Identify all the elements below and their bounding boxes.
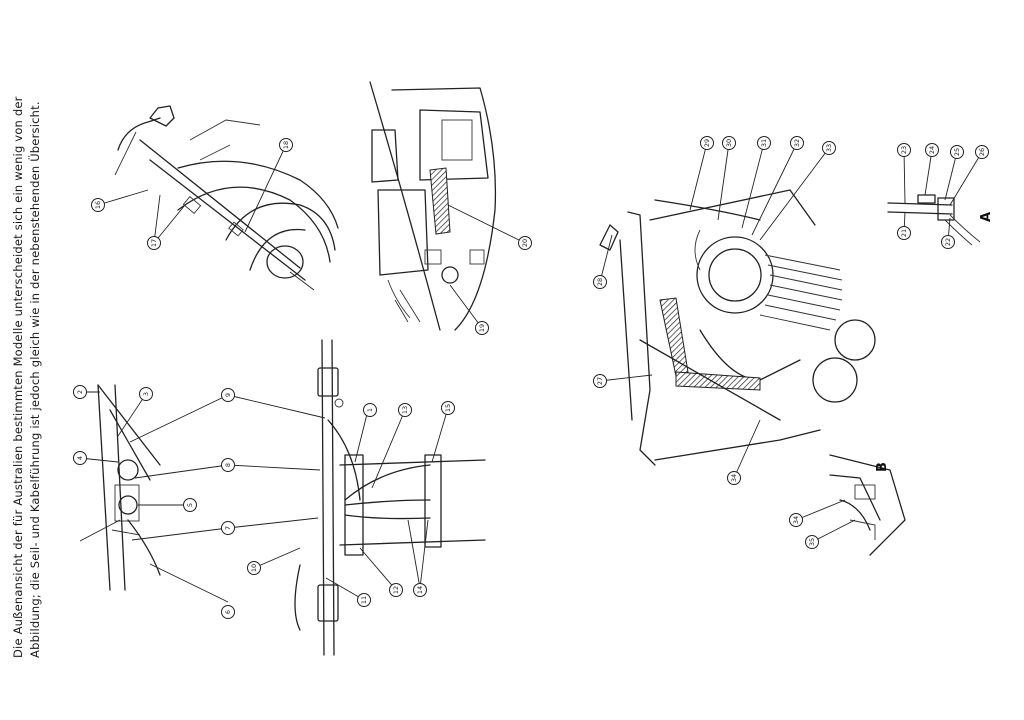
- callout-9: 9: [221, 388, 235, 402]
- callout-leaders: [79, 142, 983, 603]
- steering-head-drawing: [369, 81, 497, 331]
- callout-markers: 1 2 3 4 5 6 7 8 9 10 11 12 13 14 15 16 1…: [73, 136, 989, 619]
- svg-text:30: 30: [725, 139, 733, 147]
- callout-34-inset-b: 34: [789, 513, 803, 527]
- callout-7: 7: [221, 521, 235, 535]
- svg-text:17: 17: [150, 239, 158, 247]
- callout-25: 25: [950, 145, 964, 159]
- svg-text:16: 16: [94, 201, 102, 209]
- svg-text:19: 19: [478, 324, 486, 332]
- svg-text:5: 5: [186, 503, 194, 507]
- svg-text:35: 35: [808, 538, 816, 546]
- frame-fork-drawing: [97, 384, 161, 591]
- callout-20: 20: [518, 236, 532, 250]
- callout-10: 10: [247, 561, 261, 575]
- svg-text:26: 26: [978, 148, 986, 156]
- svg-text:18: 18: [282, 141, 290, 149]
- callout-1: 1: [363, 403, 377, 417]
- svg-text:6: 6: [224, 610, 232, 614]
- svg-text:7: 7: [224, 526, 232, 530]
- callout-12: 12: [389, 583, 403, 597]
- callout-4: 4: [73, 451, 87, 465]
- callout-13: 13: [398, 403, 412, 417]
- callout-35: 35: [805, 535, 819, 549]
- callout-3: 3: [139, 387, 153, 401]
- svg-text:23: 23: [900, 146, 908, 154]
- callout-2: 2: [73, 385, 87, 399]
- inset-b-label: B: [875, 462, 890, 472]
- svg-text:33: 33: [825, 144, 833, 152]
- callout-33: 33: [822, 141, 836, 155]
- svg-text:10: 10: [250, 564, 258, 572]
- svg-text:32: 32: [793, 139, 801, 147]
- callout-31: 31: [757, 136, 771, 150]
- svg-text:31: 31: [760, 139, 768, 147]
- callout-18: 18: [279, 138, 293, 152]
- callout-23: 23: [897, 143, 911, 157]
- callout-34: 34: [727, 471, 741, 485]
- svg-text:9: 9: [224, 393, 232, 397]
- svg-text:20: 20: [521, 239, 529, 247]
- callout-11: 11: [357, 593, 371, 607]
- svg-text:28: 28: [596, 278, 604, 286]
- callout-22: 22: [941, 235, 955, 249]
- svg-text:13: 13: [401, 406, 409, 414]
- callout-16: 16: [91, 198, 105, 212]
- callout-8: 8: [221, 458, 235, 472]
- callout-19: 19: [475, 321, 489, 335]
- svg-text:34: 34: [730, 474, 738, 482]
- svg-text:1: 1: [366, 408, 374, 412]
- svg-text:34: 34: [792, 516, 800, 524]
- front-fork-drawing: [114, 105, 339, 281]
- svg-text:25: 25: [953, 148, 961, 156]
- callout-30: 30: [722, 136, 736, 150]
- inset-b-drawing: [829, 454, 906, 556]
- callout-6: 6: [221, 605, 235, 619]
- svg-text:3: 3: [142, 392, 150, 396]
- svg-text:8: 8: [224, 463, 232, 467]
- svg-text:21: 21: [900, 229, 908, 237]
- svg-text:14: 14: [416, 586, 424, 594]
- svg-text:27: 27: [596, 377, 604, 385]
- svg-text:29: 29: [703, 139, 711, 147]
- svg-text:4: 4: [76, 456, 84, 460]
- callout-21: 21: [897, 226, 911, 240]
- svg-text:15: 15: [444, 404, 452, 412]
- callout-5: 5: [183, 498, 197, 512]
- engine-drawing: [599, 189, 876, 466]
- callout-29: 29: [700, 136, 714, 150]
- inset-a-drawing: [887, 194, 981, 246]
- callout-28: 28: [593, 275, 607, 289]
- inset-a-label: A: [979, 212, 994, 222]
- svg-text:2: 2: [76, 390, 84, 394]
- svg-text:22: 22: [944, 238, 952, 246]
- callout-32: 32: [790, 136, 804, 150]
- callout-26: 26: [975, 145, 989, 159]
- svg-text:11: 11: [360, 596, 368, 604]
- callout-27: 27: [593, 374, 607, 388]
- callout-15: 15: [441, 401, 455, 415]
- svg-text:12: 12: [392, 586, 400, 594]
- callout-14: 14: [413, 583, 427, 597]
- callout-24: 24: [925, 143, 939, 157]
- handlebar-drawing: [294, 339, 486, 656]
- svg-text:24: 24: [928, 146, 936, 154]
- callout-17: 17: [147, 236, 161, 250]
